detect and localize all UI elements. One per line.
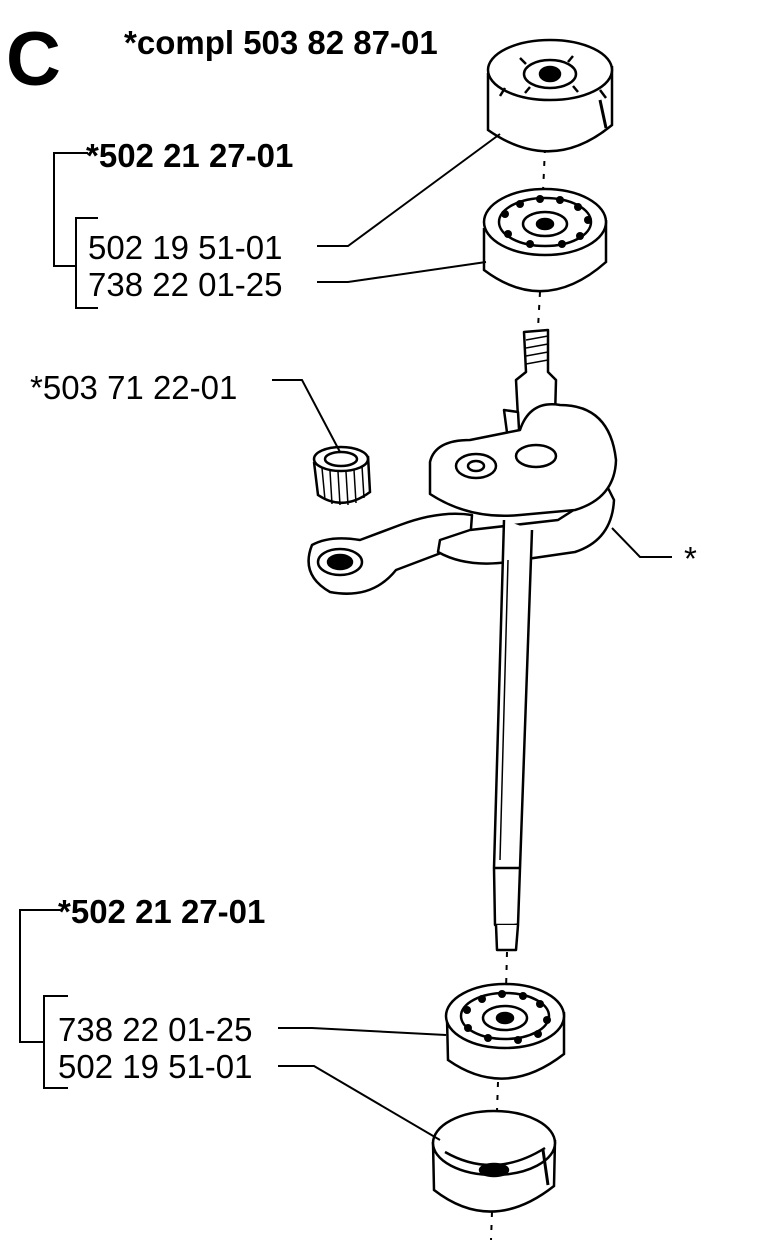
needle-bearing-part-number: *503 71 22-01 [30,369,238,406]
top-ball-bearing [482,187,608,293]
needle-bearing [312,445,372,506]
brackets [19,152,98,1089]
bottom-bearing-part-number: 738 22 01-25 [58,1011,253,1048]
crankshaft-label: * [684,540,697,577]
crankshaft [307,328,618,952]
top-bearing-part-number: 738 22 01-25 [88,266,283,303]
leader-lines [272,133,672,1141]
top-kit-part-number: *502 21 27-01 [86,137,294,174]
bottom-seal-part-number: 502 19 51-01 [58,1048,253,1085]
assembly-part-number: *compl 503 82 87-01 [124,24,438,61]
bottom-seal-cup [431,1109,557,1213]
top-seal-ring [486,38,614,153]
bottom-kit-part-number: *502 21 27-01 [58,893,266,930]
top-seal-part-number: 502 19 51-01 [88,229,283,266]
section-letter: C [6,17,61,102]
bottom-ball-bearing [444,982,566,1080]
